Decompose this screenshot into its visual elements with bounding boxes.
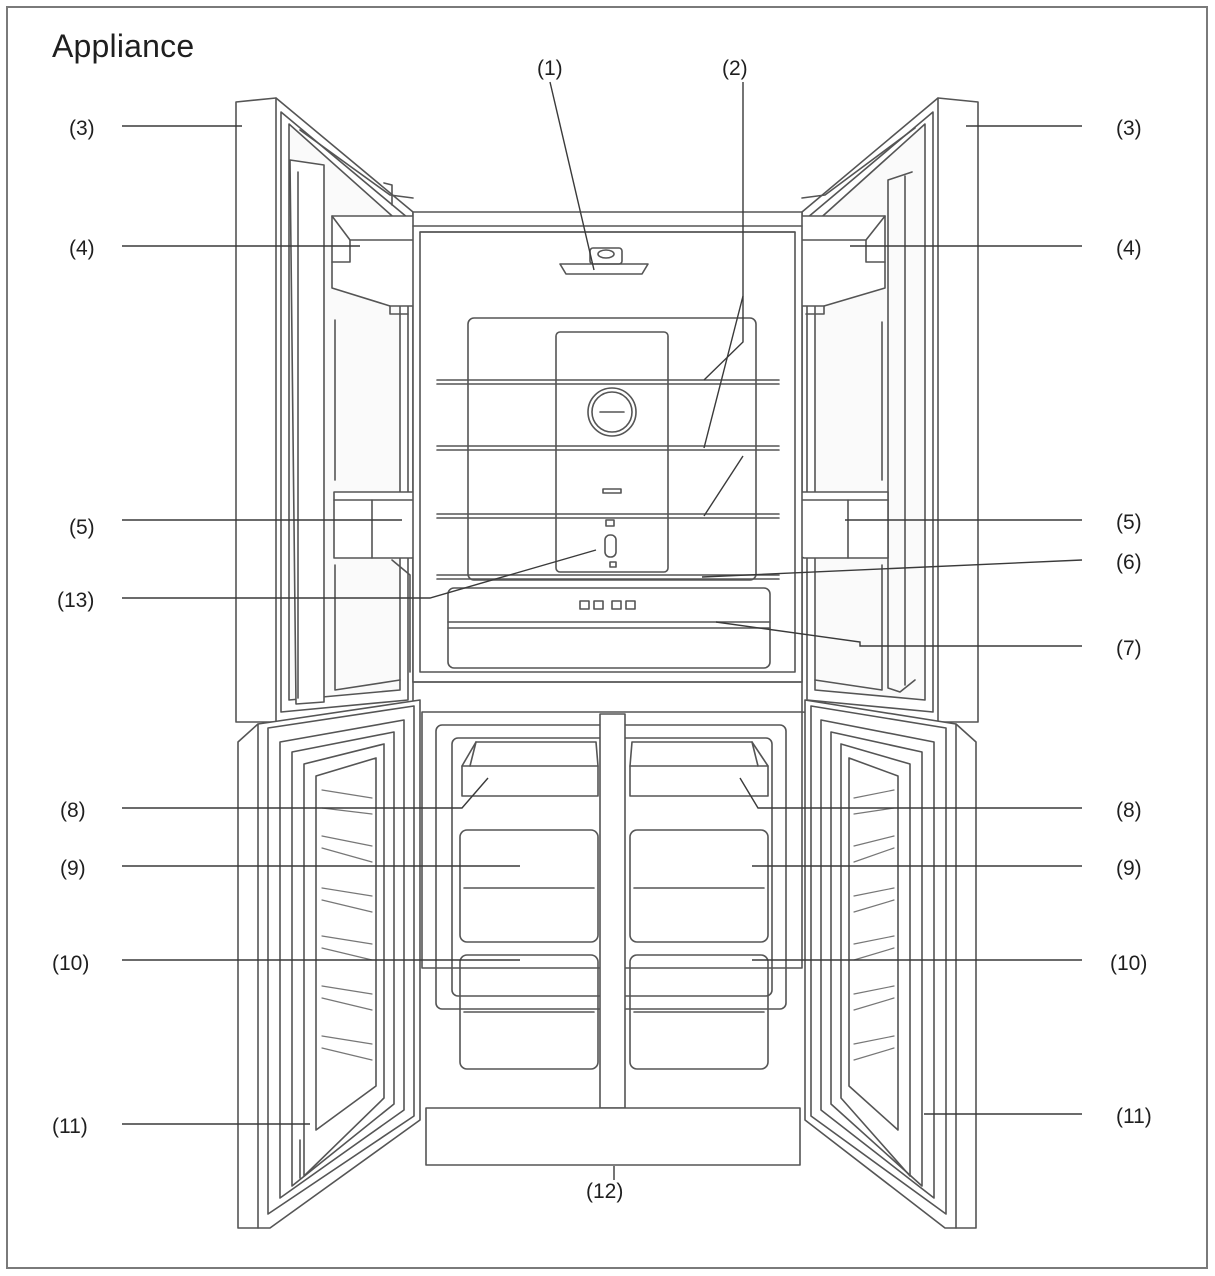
callout-4-left-label: (4) (69, 237, 95, 260)
leader-8-right (739, 777, 1082, 809)
leader-6 (701, 559, 1083, 578)
leader-lines (122, 81, 1083, 1180)
callout-1-label: (1) (537, 57, 563, 80)
callout-10-right-label: (10) (1110, 952, 1148, 975)
callout-9-right-label: (9) (1116, 857, 1142, 880)
leader-2b (703, 295, 744, 449)
callout-12-label: (12) (586, 1180, 624, 1203)
left-lower-door (237, 699, 421, 1229)
callout-8-right-label: (8) (1116, 799, 1142, 822)
callout-3-left-label: (3) (69, 117, 95, 140)
callout-2-label: (2) (722, 57, 748, 80)
callout-6-label: (6) (1116, 551, 1142, 574)
callout-9-left-label: (9) (60, 857, 86, 880)
left-upper-door (235, 97, 447, 723)
leader-13 (122, 549, 597, 599)
callout-4-right-label: (4) (1116, 237, 1142, 260)
right-lower-door (804, 699, 977, 1229)
callout-8-left-label: (8) (60, 799, 86, 822)
freezer-compartment (421, 711, 803, 1166)
leader-8-left (122, 777, 489, 809)
figure-frame (6, 6, 1208, 1269)
fridge-compartment (412, 211, 803, 683)
callout-11-right-label: (11) (1116, 1105, 1152, 1128)
callout-11-left-label: (11) (52, 1115, 88, 1138)
leader-7 (715, 621, 1082, 647)
callout-7-label: (7) (1116, 637, 1142, 660)
callout-5-right-label: (5) (1116, 511, 1142, 534)
leader-2c (703, 455, 744, 517)
callout-10-left-label: (10) (52, 952, 90, 975)
callout-13-label: (13) (57, 589, 95, 612)
figure-title: Appliance (52, 28, 195, 64)
leader-1 (549, 81, 595, 271)
leader-2 (703, 82, 744, 381)
callout-5-left-label: (5) (69, 516, 95, 539)
right-upper-door (767, 97, 979, 723)
callout-3-right-label: (3) (1116, 117, 1142, 140)
